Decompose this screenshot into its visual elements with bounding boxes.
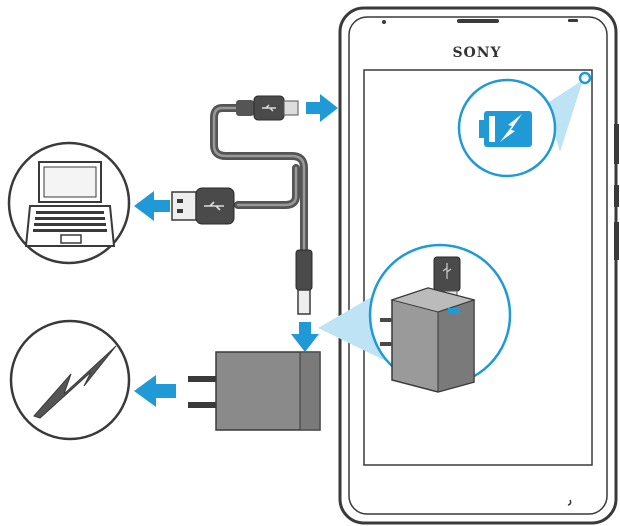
usb-symbol-icon: [204, 201, 224, 211]
micro-usb-connector: [236, 95, 299, 121]
battery-charging-icon: [479, 111, 532, 147]
power-circle: [9, 319, 131, 441]
arrow-to-adapter: [291, 322, 319, 352]
power-circle-outline: [9, 319, 131, 441]
laptop-icon: [24, 161, 116, 247]
laptop-circle: [7, 141, 131, 265]
usb-a-connector-vertical: [295, 249, 313, 315]
phone-side-button: [614, 222, 619, 260]
charger-closeup: [380, 287, 476, 393]
arrow-to-power: [134, 375, 176, 407]
microphone: [567, 499, 572, 506]
notification-light-icon: [578, 71, 592, 85]
phone-side-button: [614, 185, 619, 207]
adapter-prong: [188, 402, 218, 408]
phone-inner-bezel: [348, 16, 608, 515]
wall-adapter: [188, 351, 321, 431]
lightning-bolt-icon: [33, 345, 117, 419]
arrow-to-laptop: [134, 191, 170, 221]
arrow-icon: [134, 375, 176, 407]
proximity-sensor: [568, 19, 578, 22]
usb-a-connector: [171, 187, 235, 225]
arrow-icon: [134, 191, 170, 221]
adapter-prong: [188, 376, 218, 382]
usb-symbol-icon: [262, 104, 276, 112]
arrow-icon: [291, 322, 319, 352]
phone-side-button: [614, 124, 619, 164]
usb-symbol-icon: [442, 263, 452, 279]
phone-brand: SONY: [452, 45, 501, 61]
arrow-to-phone: [306, 94, 338, 122]
notification-callout: [457, 71, 592, 178]
front-camera: [382, 20, 386, 24]
adapter-closeup-callout: [318, 243, 512, 393]
arrow-icon: [306, 94, 338, 122]
usb-cable: [210, 104, 308, 256]
earpiece-speaker: [457, 19, 499, 23]
